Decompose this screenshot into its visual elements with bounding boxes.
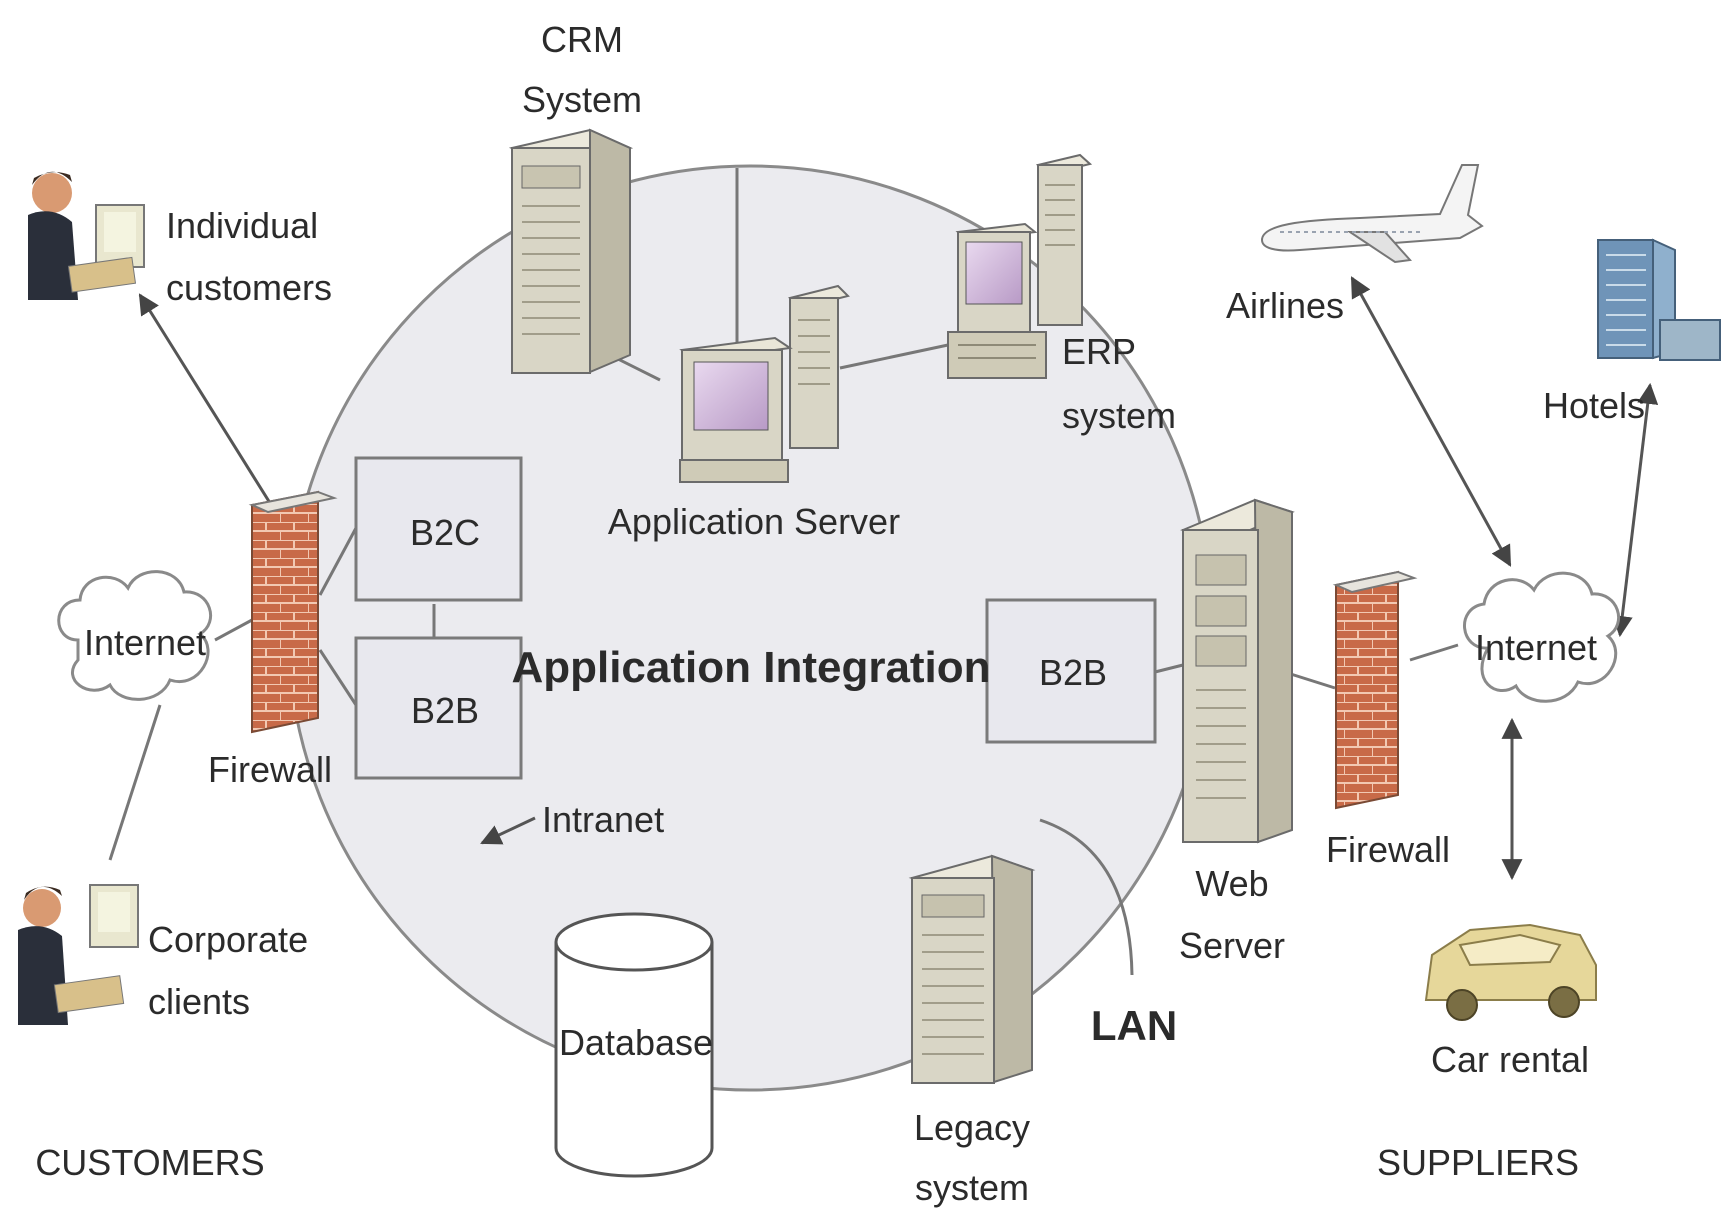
erp-server-icon — [947, 153, 1093, 379]
firewall-right-label: Firewall — [1326, 829, 1450, 870]
firewall-left-icon — [248, 490, 338, 734]
database-label: Database — [559, 1022, 713, 1063]
car-rental-label: Car rental — [1431, 1039, 1589, 1080]
internet-left-label: Internet — [84, 622, 206, 663]
internet-right-label: Internet — [1475, 627, 1597, 668]
web-server-icon — [1180, 498, 1295, 844]
b2b-right-box — [985, 598, 1157, 744]
web-server-label-line1: Web — [1195, 863, 1268, 904]
b2c-label: B2C — [410, 512, 480, 553]
internet-cloud-right-icon — [1463, 571, 1620, 703]
corporate-clients-label-line1: Corporate — [148, 919, 308, 960]
car-rental-icon — [1424, 923, 1597, 1021]
airlines-label: Airlines — [1226, 285, 1344, 326]
legacy-system-label-line2: system — [915, 1167, 1029, 1208]
hotels-label: Hotels — [1543, 385, 1645, 426]
individual-customers-label-line2: customers — [166, 267, 332, 308]
b2b-left-label: B2B — [411, 690, 479, 731]
web-server-label-line2: Server — [1179, 925, 1285, 966]
hotel-building-icon — [1597, 238, 1721, 361]
customers-section-label: CUSTOMERS — [35, 1142, 264, 1183]
crm-server-icon — [508, 128, 634, 374]
application-server-label: Application Server — [608, 501, 900, 542]
firewall-right-icon — [1332, 570, 1418, 810]
arrow-lines — [138, 276, 1659, 881]
crm-system-label-line2: System — [522, 79, 642, 120]
lan-label: LAN — [1091, 1002, 1177, 1049]
corporate-clients-label-line2: clients — [148, 981, 250, 1022]
legacy-server-icon — [908, 854, 1036, 1084]
b2b-right-label: B2B — [1039, 652, 1107, 693]
individual-customer-icon — [28, 171, 145, 300]
suppliers-section-label: SUPPLIERS — [1377, 1142, 1579, 1183]
intranet-label: Intranet — [542, 799, 664, 840]
b2b-left-box — [354, 636, 523, 780]
corporate-client-icon — [18, 884, 139, 1025]
b2c-box — [354, 456, 523, 602]
crm-system-label-line1: CRM — [541, 19, 623, 60]
erp-system-label-line1: ERP — [1062, 331, 1136, 372]
legacy-system-label-line1: Legacy — [914, 1107, 1030, 1148]
database-icon — [554, 912, 714, 1178]
application-integration-title: Application Integration — [511, 643, 990, 692]
internet-cloud-left-icon — [57, 570, 212, 701]
erp-system-label-line2: system — [1062, 395, 1176, 436]
firewall-left-label: Firewall — [208, 749, 332, 790]
airplane-icon — [1260, 164, 1484, 264]
individual-customers-label-line1: Individual — [166, 205, 318, 246]
application-server-icon — [679, 284, 850, 483]
